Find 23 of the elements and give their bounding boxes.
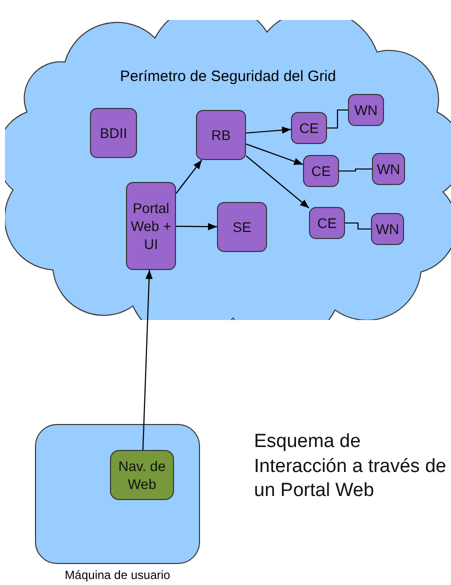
component-box: CE [291,112,327,144]
cloud-heading: Perímetro de Seguridad del Grid [119,68,337,85]
arrow [246,155,310,208]
browser-box: Nav. de Web [110,450,174,500]
arrow [176,223,217,230]
component-box: CE [309,207,345,239]
arrow [246,126,292,134]
component-box: Portal Web + UI [126,182,176,270]
component-box: RB [196,110,246,160]
diagram-caption: Esquema de Interacción a través de un Portal Web [254,430,448,504]
arrow [142,270,153,450]
component-box: SE [217,202,267,252]
arrow [176,160,202,194]
component-box: BDII [90,108,137,158]
component-box: CE [303,155,339,187]
arrow [246,143,304,166]
component-box: WN [348,94,384,126]
connector-line [345,222,371,230]
component-box: WN [372,153,405,185]
connector-line [339,168,372,172]
component-box: WN [371,213,404,245]
machine-label: Máquina de usuario [64,568,172,582]
connector-line [327,109,348,129]
